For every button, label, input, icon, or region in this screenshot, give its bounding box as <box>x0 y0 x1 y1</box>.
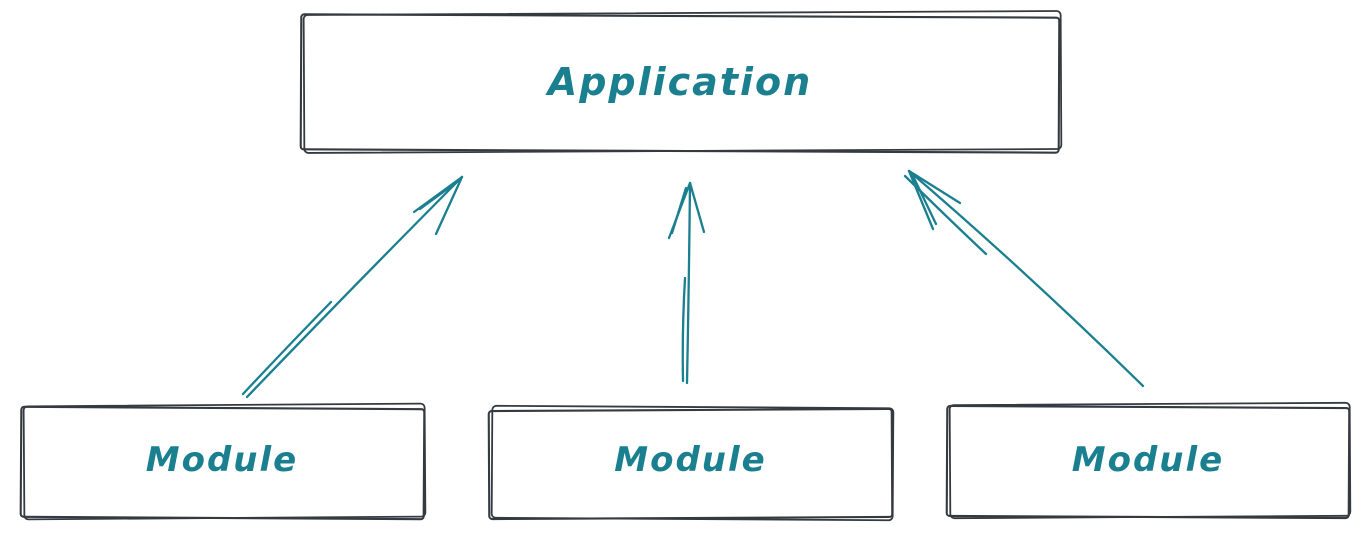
arrow-module-center-to-application[interactable] <box>667 181 706 385</box>
arrow-module-right-to-application[interactable] <box>903 169 1145 388</box>
arrowhead-barb-sketch <box>911 174 938 226</box>
arrowhead-barb-sketch <box>418 180 459 211</box>
application-box-outline <box>299 13 1061 154</box>
module-right-box[interactable] <box>945 401 1352 520</box>
module-left-box[interactable] <box>19 402 427 521</box>
module-right-outline-sketch <box>948 401 1352 520</box>
module-left-outline-sketch <box>22 402 427 521</box>
application-box-outline-sketch <box>302 10 1063 154</box>
arrowhead-barb <box>688 181 706 234</box>
arrow-shaft-sketch <box>681 276 687 383</box>
module-right-outline <box>945 404 1351 520</box>
arrow-shaft <box>685 181 692 385</box>
module-center-outline-sketch <box>490 404 895 522</box>
application-box[interactable] <box>299 10 1063 154</box>
arrowhead-barb-sketch <box>670 186 688 235</box>
arrow-module-left-to-application[interactable] <box>241 175 464 399</box>
arrowhead-barb <box>434 175 464 236</box>
arrowhead-barb <box>907 169 962 205</box>
module-center-box[interactable] <box>487 404 895 522</box>
arrowhead-barb <box>907 169 935 231</box>
arrow-shaft <box>907 169 1145 388</box>
arrow-shaft-sketch <box>241 300 333 396</box>
arrow-shaft <box>245 175 464 399</box>
module-left-outline <box>19 405 426 521</box>
module-center-outline <box>487 407 894 521</box>
